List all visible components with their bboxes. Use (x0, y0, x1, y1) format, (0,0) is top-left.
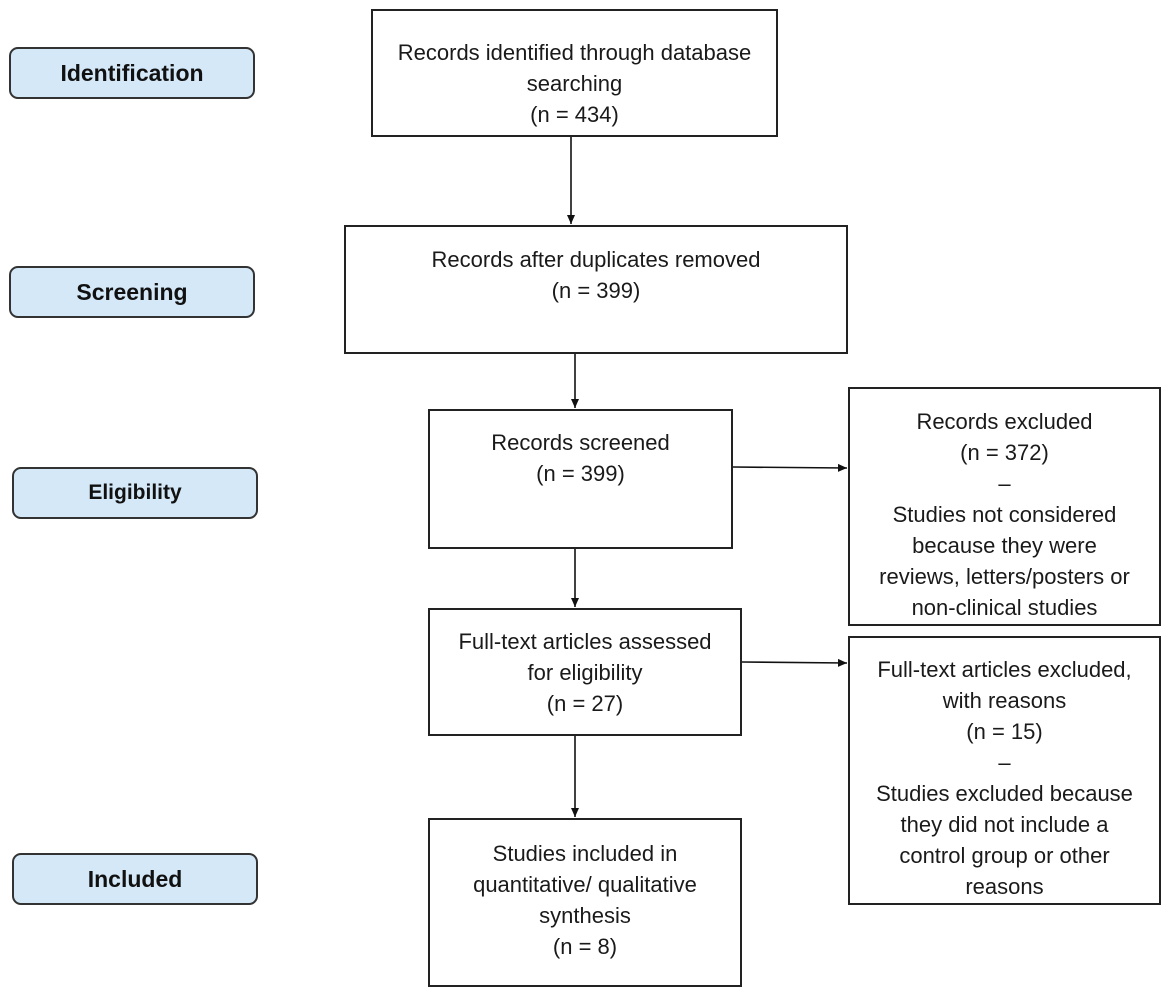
box-records-deduplicated-line-1: Records after duplicates removed (431, 247, 761, 272)
box-studies-included-line-2: quantitative/ qualitative (473, 872, 697, 897)
stage-eligibility: Eligibility (12, 467, 258, 519)
stage-identification: Identification (9, 47, 255, 99)
box-records-identified: Records identified through database sear… (371, 9, 778, 137)
stage-screening: Screening (9, 266, 255, 318)
box-records-screened-line-2: (n = 399) (536, 461, 625, 486)
box-fulltext-assessed: Full-text articles assessed for eligibil… (428, 608, 742, 736)
stage-screening-label: Screening (76, 278, 188, 305)
stage-included-label: Included (87, 865, 183, 892)
box-fulltext-excluded-line-1: Full-text articles excluded, (877, 657, 1132, 682)
box-records-identified-line-1: Records identified through database (397, 40, 752, 65)
box-records-excluded-line-4: Studies not considered (892, 502, 1117, 527)
box-fulltext-assessed-line-3: (n = 27) (546, 691, 624, 716)
box-records-excluded-line-7: non-clinical studies (911, 595, 1098, 620)
box-records-excluded-line-3: – (998, 471, 1011, 496)
box-records-excluded-line-2: (n = 372) (960, 440, 1049, 465)
box-fulltext-excluded-line-4: – (998, 750, 1011, 775)
box-fulltext-excluded-line-8: reasons (965, 874, 1044, 899)
box-records-screened-line-1: Records screened (491, 430, 670, 455)
box-fulltext-assessed-line-1: Full-text articles assessed (458, 629, 712, 654)
box-records-screened: Records screened (n = 399) (428, 409, 733, 549)
box-records-identified-line-2: searching (526, 71, 623, 96)
box-fulltext-excluded-line-7: control group or other (899, 843, 1110, 868)
box-records-identified-line-3: (n = 434) (530, 102, 619, 127)
box-records-excluded-line-1: Records excluded (916, 409, 1093, 434)
box-fulltext-excluded: Full-text articles excluded, with reason… (848, 636, 1161, 905)
box-records-deduplicated-line-2: (n = 399) (551, 278, 641, 303)
box-studies-included-line-4: (n = 8) (552, 934, 618, 959)
box-fulltext-excluded-line-5: Studies excluded because (876, 781, 1133, 806)
box-records-excluded: Records excluded (n = 372) – Studies not… (848, 387, 1161, 626)
arrow-fulltext-to-excluded (741, 658, 848, 667)
box-fulltext-excluded-line-2: with reasons (942, 688, 1067, 713)
box-records-excluded-line-6: reviews, letters/posters or (879, 564, 1130, 589)
stage-eligibility-label: Eligibility (88, 481, 182, 504)
box-studies-included-line-1: Studies included in (492, 841, 678, 866)
box-fulltext-excluded-line-6: they did not include a (900, 812, 1109, 837)
box-fulltext-excluded-line-3: (n = 15) (966, 719, 1043, 744)
box-records-deduplicated: Records after duplicates removed (n = 39… (344, 225, 848, 354)
box-records-excluded-line-5: because they were (912, 533, 1097, 558)
box-fulltext-assessed-line-2: for eligibility (527, 660, 643, 685)
box-studies-included-line-3: synthesis (539, 903, 631, 928)
stage-included: Included (12, 853, 258, 905)
stage-identification-label: Identification (60, 59, 204, 86)
arrow-screened-to-excluded (732, 463, 848, 472)
box-studies-included: Studies included in quantitative/ qualit… (428, 818, 742, 987)
